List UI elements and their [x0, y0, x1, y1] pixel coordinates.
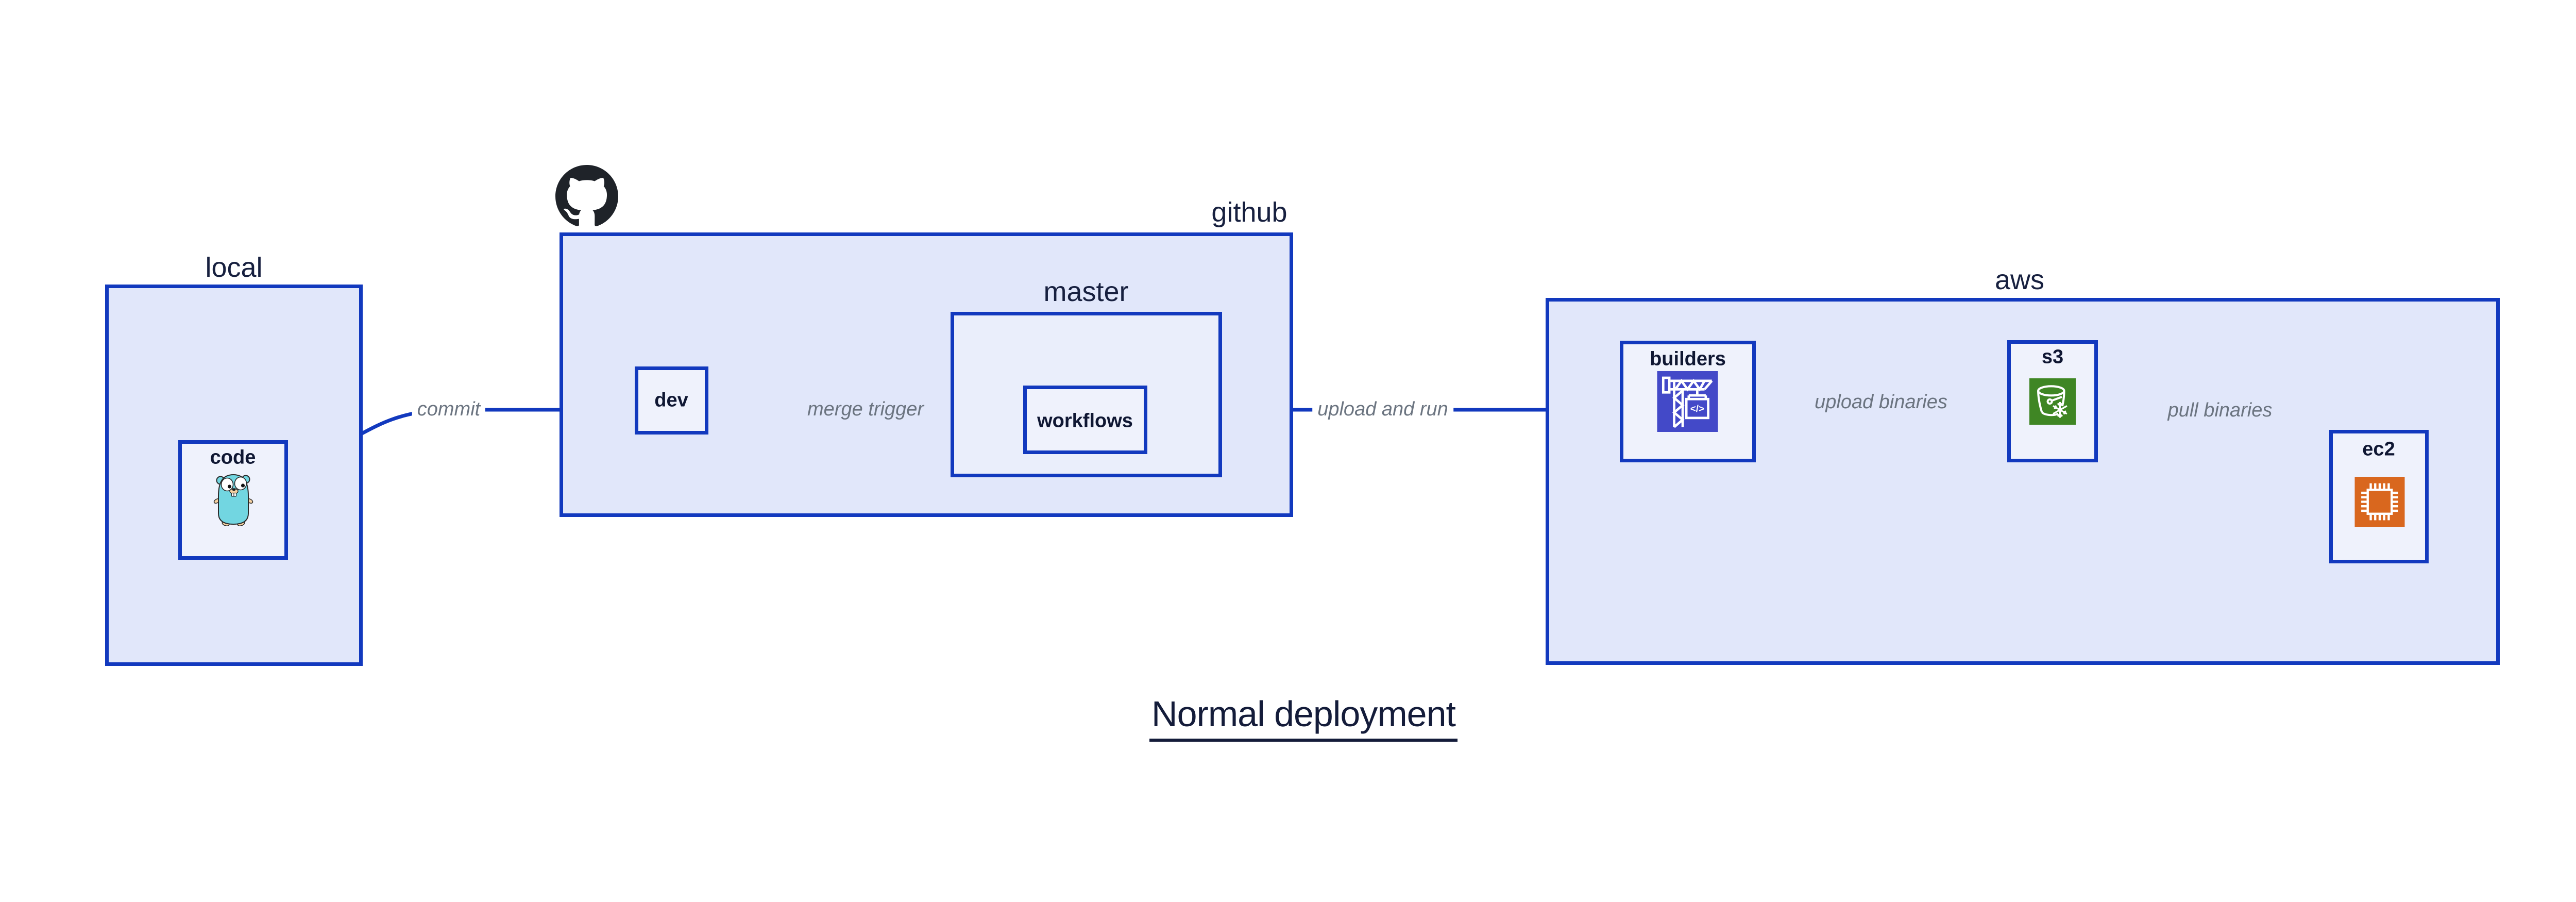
node-label-ec2: ec2: [2362, 438, 2395, 460]
edge-label-commit: commit: [412, 398, 486, 422]
edge-label-pull-binaries: pull binaries: [2162, 399, 2278, 423]
edge-label-upload-binaries: upload binaries: [1809, 391, 1953, 414]
node-label-dev: dev: [654, 389, 688, 411]
go-gopher-icon: [213, 474, 253, 526]
node-workflows: [1023, 386, 1147, 454]
edge-label-upload-and-run: upload and run: [1312, 398, 1453, 422]
container-label-local: local: [205, 252, 263, 283]
codebuild-crane-icon: </>: [1657, 371, 1718, 432]
node-label-builders: builders: [1650, 348, 1726, 370]
container-label-aws: aws: [1994, 264, 2045, 295]
codebuild-icon-text: </>: [1690, 403, 1704, 414]
s3-glacier-bucket-icon: [2029, 378, 2076, 425]
node-label-workflows: workflows: [1037, 410, 1133, 432]
node-label-s3: s3: [2041, 346, 2064, 368]
node-dev: [635, 366, 708, 435]
edge-label-merge-trigger: merge trigger: [802, 398, 929, 422]
node-label-code: code: [210, 446, 256, 469]
container-label-master: master: [1043, 276, 1129, 307]
container-label-github: github: [1211, 197, 1287, 228]
diagram-title: Normal deployment: [1149, 693, 1458, 742]
ec2-chip-icon: [2354, 477, 2405, 527]
github-octocat-icon: [555, 165, 618, 226]
